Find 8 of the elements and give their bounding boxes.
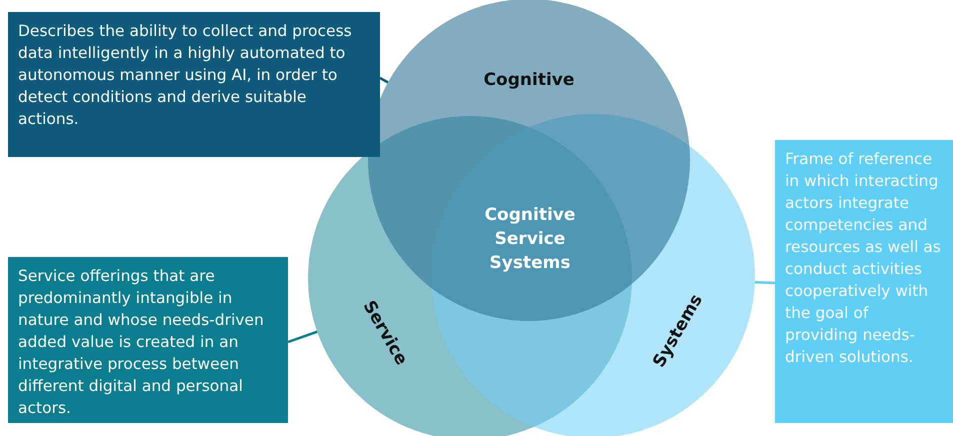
circle-label: Cognitive [484, 70, 574, 90]
description-box: Frame of reference in which interacting actors integrate competencies and resources as well as conduct activities cooperatively with the goal of providing needs-driven solutions. [775, 140, 953, 423]
overlap-label: Cognitive Service Systems [484, 204, 576, 275]
description-box: Service offerings that are predominantly intangible in nature and whose needs-driven added value is created in an integrative process between different digital and personal actors. [8, 257, 288, 423]
leader-line [288, 330, 318, 344]
description-box: Describes the ability to collect and process data intelligently in a highly automated to autonomous manner using AI, in order to detect conditions and derive suitable actions. [8, 12, 380, 157]
leader-line [379, 76, 389, 84]
leader-line [754, 280, 776, 284]
